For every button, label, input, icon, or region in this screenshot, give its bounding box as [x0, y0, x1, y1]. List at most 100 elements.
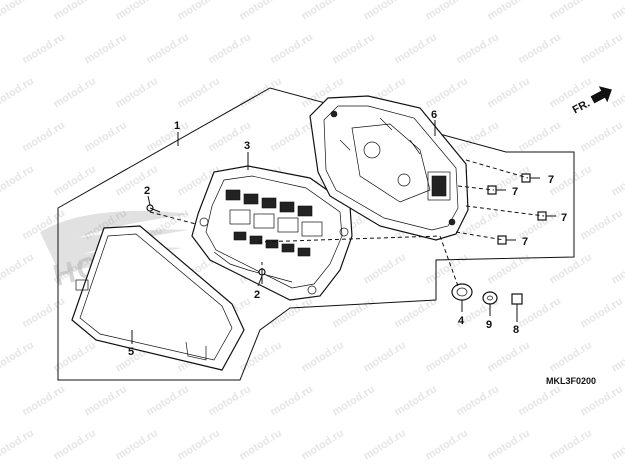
- watermark-text: motod.ru: [361, 0, 408, 23]
- watermark-text: motod.ru: [578, 383, 625, 418]
- watermark-text: motod.ru: [144, 383, 191, 418]
- watermark-text: motod.ru: [516, 295, 563, 330]
- watermark-text: motod.ru: [268, 295, 315, 330]
- case-screws: [487, 173, 556, 245]
- callout-5: 5: [128, 346, 134, 358]
- watermark-text: motod.ru: [237, 0, 284, 23]
- watermark-text: motod.ru: [423, 339, 470, 374]
- watermark-text: motod.ru: [547, 163, 594, 198]
- watermark-text: motod.ru: [516, 383, 563, 418]
- watermark-text: motod.ru: [144, 31, 191, 66]
- watermark-text: motod.ru: [516, 119, 563, 154]
- watermark-text: motod.ru: [609, 251, 625, 286]
- watermark-text: motod.ru: [299, 339, 346, 374]
- callout-4: 4: [458, 315, 465, 327]
- watermark-text: motod.ru: [20, 119, 67, 154]
- watermark-text: motod.ru: [578, 31, 625, 66]
- watermark-text: motod.ru: [0, 0, 36, 23]
- grommet: [451, 283, 473, 301]
- watermark-text: motod.ru: [609, 339, 625, 374]
- callout-2-upper: 2: [144, 185, 150, 197]
- bolt: [511, 293, 523, 318]
- watermark-text: motod.ru: [20, 383, 67, 418]
- watermark-text: motod.ru: [578, 207, 625, 242]
- screw-upper: [146, 204, 161, 213]
- watermark-text: motod.ru: [237, 427, 284, 462]
- callout-7-d: 7: [522, 236, 528, 248]
- assembly-dashed-lines: [149, 159, 545, 287]
- watermark-text: motod.ru: [485, 75, 532, 110]
- watermark-text: motod.ru: [578, 119, 625, 154]
- watermark-text: motod.ru: [51, 163, 98, 198]
- watermark-text: motod.ru: [485, 0, 532, 23]
- callout-3: 3: [244, 140, 250, 152]
- watermark-text: motod.ru: [330, 31, 377, 66]
- watermark-text: motod.ru: [299, 0, 346, 23]
- watermark-text: motod.ru: [485, 427, 532, 462]
- watermark-text: motod.ru: [547, 339, 594, 374]
- watermark-text: motod.ru: [485, 251, 532, 286]
- diagram-code: MKL3F0200: [546, 376, 596, 386]
- watermark-text: motod.ru: [20, 31, 67, 66]
- callout-7-c: 7: [561, 212, 567, 224]
- meter-case: [309, 95, 469, 241]
- front-direction-label: FR.: [571, 97, 592, 116]
- leader-lines: [131, 120, 518, 344]
- watermark-text: motod.ru: [0, 75, 36, 110]
- watermark-text: motod.ru: [113, 427, 160, 462]
- watermark-text: motod.ru: [113, 75, 160, 110]
- assembly-outline: [57, 87, 575, 381]
- watermark-text: motod.ru: [361, 339, 408, 374]
- callout-9: 9: [486, 319, 492, 331]
- callout-6: 6: [431, 109, 437, 121]
- watermark-text: motod.ru: [609, 163, 625, 198]
- watermark-text: motod.ru: [547, 0, 594, 23]
- watermark-text: motod.ru: [51, 75, 98, 110]
- watermark-text: motod.ru: [454, 31, 501, 66]
- watermark-text: motod.ru: [578, 295, 625, 330]
- watermark-text: motod.ru: [82, 383, 129, 418]
- washer: [482, 291, 498, 305]
- watermark-text: motod.ru: [609, 75, 625, 110]
- watermark-text: motod.ru: [330, 295, 377, 330]
- watermark-text: motod.ru: [392, 31, 439, 66]
- watermark-text: motod.ru: [0, 427, 36, 462]
- watermark-text: motod.ru: [0, 251, 36, 286]
- watermark-text: motod.ru: [51, 0, 98, 23]
- watermark-text: motod.ru: [0, 163, 36, 198]
- watermark-text: motod.ru: [268, 31, 315, 66]
- callout-2-lower: 2: [254, 289, 260, 301]
- callout-7-a: 7: [548, 174, 554, 186]
- watermark-text: motod.ru: [175, 0, 222, 23]
- watermark-text: motod.ru: [175, 427, 222, 462]
- watermark-text: motod.ru: [547, 427, 594, 462]
- watermark-text: motod.ru: [206, 31, 253, 66]
- watermark-text: motod.ru: [268, 119, 315, 154]
- callout-7-b: 7: [512, 186, 518, 198]
- watermark-text: motod.ru: [423, 75, 470, 110]
- watermark-text: motod.ru: [609, 0, 625, 23]
- watermark-text: motod.ru: [82, 119, 129, 154]
- watermark-text: motod.ru: [361, 427, 408, 462]
- watermark-text: motod.ru: [423, 251, 470, 286]
- watermark-text: motod.ru: [516, 31, 563, 66]
- watermark-text: motod.ru: [423, 0, 470, 23]
- display-segments: [225, 189, 323, 257]
- watermark-text: motod.ru: [268, 383, 315, 418]
- meter-visor: [71, 225, 245, 371]
- watermark-text: motod.ru: [113, 163, 160, 198]
- watermark-text: motod.ru: [361, 251, 408, 286]
- front-arrow-icon: [590, 86, 612, 104]
- watermark-text: motod.ru: [330, 383, 377, 418]
- meter-assembly: [191, 165, 353, 301]
- watermark-text: motod.ru: [299, 427, 346, 462]
- watermark-text: motod.ru: [20, 295, 67, 330]
- watermark-text: motod.ru: [206, 383, 253, 418]
- watermark-text: motod.ru: [0, 339, 36, 374]
- watermark-text: motod.ru: [51, 427, 98, 462]
- callout-1: 1: [174, 120, 180, 132]
- watermark-text: motod.ru: [454, 383, 501, 418]
- watermark-text: motod.ru: [423, 427, 470, 462]
- watermark-text: motod.ru: [113, 0, 160, 23]
- watermark-text: motod.ru: [547, 251, 594, 286]
